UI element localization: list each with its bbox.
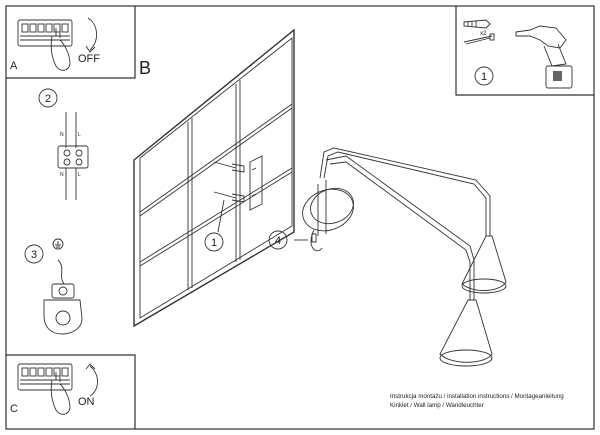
step-3-badge — [24, 244, 44, 264]
wire-label-n-bottom: N — [60, 172, 64, 178]
on-label: ON — [78, 396, 95, 408]
panel-a-letter: A — [10, 60, 18, 72]
terminal-block-icon — [57, 112, 89, 200]
wall-step-badge — [204, 232, 224, 252]
step-1-badge — [474, 66, 494, 86]
screws-icon — [213, 161, 245, 203]
hand-icon-on — [50, 372, 71, 415]
earth-step: 3 — [24, 238, 83, 335]
breaker-on-icon — [17, 363, 73, 391]
hand-icon — [50, 28, 71, 71]
earth-step-number: 3 — [31, 249, 37, 261]
wire-label-l-bottom: L — [78, 172, 81, 178]
wall-lamp-illustration — [302, 147, 507, 367]
page-border — [5, 5, 595, 430]
panel-a: A OFF — [6, 6, 136, 79]
panel-b-letter: B — [139, 58, 151, 78]
off-label: OFF — [78, 53, 100, 65]
screw-icon — [463, 33, 495, 45]
wiring-step-number: 2 — [45, 93, 51, 105]
wall-plug-icon — [463, 19, 491, 29]
drill-icon — [515, 25, 573, 89]
tools-panel: x2 1 — [455, 6, 594, 96]
panel-c: C ON — [6, 354, 136, 429]
wall-step-number: 1 — [211, 237, 217, 249]
panel-a-frame — [6, 6, 136, 79]
tools-panel-frame — [455, 6, 594, 96]
screw-step-badge — [268, 230, 288, 250]
earth-terminal-icon — [43, 283, 83, 335]
panel-c-frame — [6, 354, 136, 429]
wire-label-l-top: L — [78, 132, 81, 138]
panel-c-letter: C — [10, 403, 18, 415]
wiring-step: 2 N L N L — [38, 88, 89, 200]
screw-step-number: 4 — [275, 235, 281, 247]
wire-label-n-top: N — [60, 132, 64, 138]
earth-symbol-icon — [52, 238, 64, 250]
earth-wire — [57, 259, 65, 285]
callout-line — [217, 199, 225, 233]
wall-bracket-icon — [249, 155, 263, 211]
curved-arrow-down-icon — [87, 17, 97, 51]
quantity-label: x2 — [480, 31, 487, 37]
caption-line-2: Kinkiet / Wall lamp / Wandleuchter — [390, 402, 484, 409]
curved-arrow-up-icon — [89, 365, 98, 397]
wall-illustration — [133, 28, 295, 328]
step-2-badge — [38, 88, 58, 108]
caption-line-1: Instrukcja montażu / installation instru… — [390, 393, 564, 400]
breaker-off-icon — [17, 19, 73, 47]
tools-step-number: 1 — [481, 71, 487, 83]
small-screw-icon — [311, 233, 317, 243]
